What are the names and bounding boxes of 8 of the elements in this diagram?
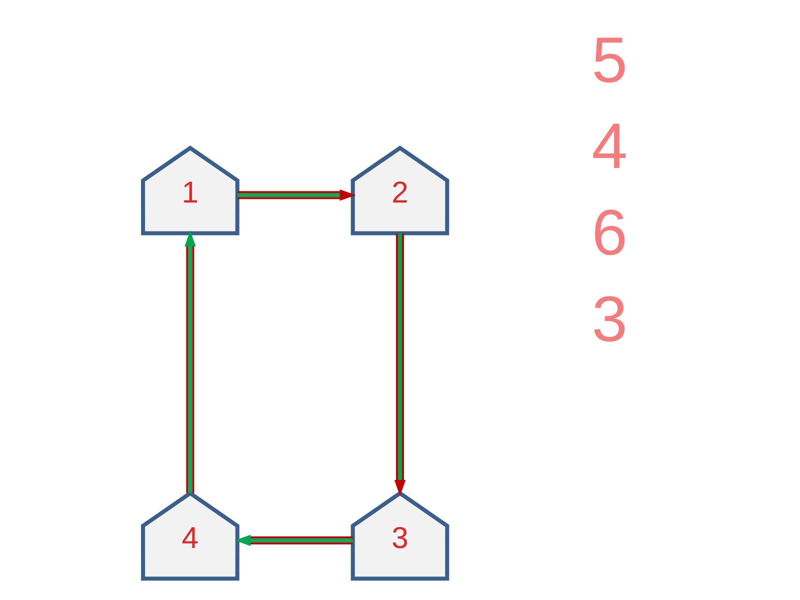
label: 6 (592, 196, 628, 269)
arrow (234, 534, 353, 546)
arrow (238, 189, 356, 201)
arrow (184, 230, 196, 494)
label: 4 (592, 110, 628, 182)
label: 3 (592, 282, 628, 355)
arrow (394, 234, 406, 496)
label: 5 (592, 24, 628, 96)
